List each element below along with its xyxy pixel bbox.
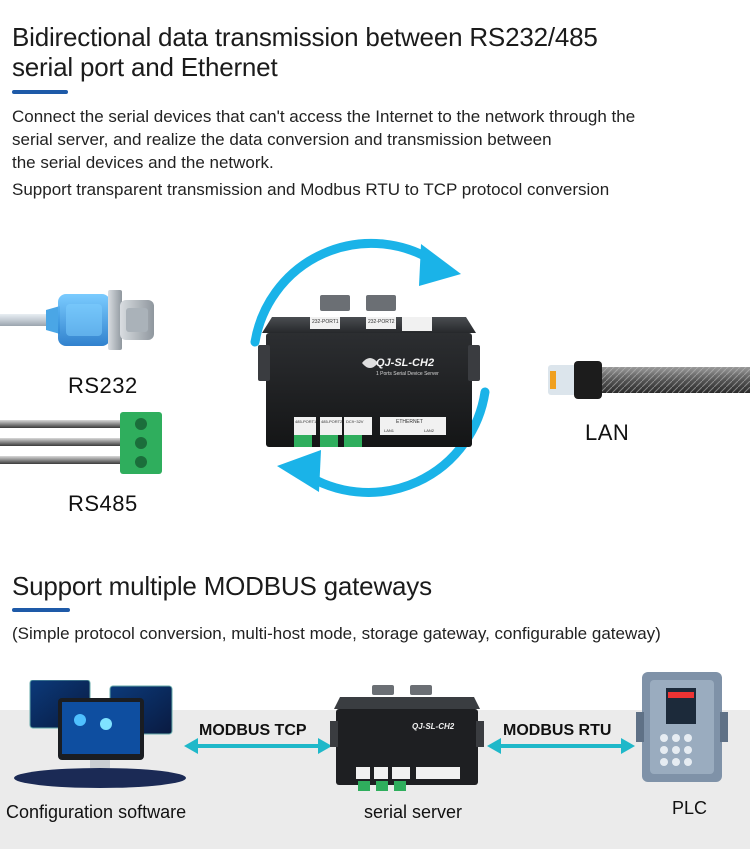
port-label-232-1: 232-PORT1: [312, 319, 339, 325]
lan-label: LAN: [585, 420, 630, 445]
device-model-label: QJ-SL-CH2: [376, 357, 435, 369]
section2-accent-bar: [12, 608, 70, 612]
port-label-lan1: LAN1: [384, 428, 395, 433]
configuration-software-image: [14, 680, 186, 788]
cycle-arrows-graphic: [250, 238, 490, 497]
section1-title-line2: serial port and Ethernet: [12, 52, 278, 82]
section2-subtitle: (Simple protocol conversion, multi-host …: [12, 624, 661, 643]
port-label-lan2: LAN2: [424, 428, 435, 433]
caption-serial-server: serial server: [364, 802, 463, 822]
port-label-ethernet: ETHERNET: [396, 419, 423, 425]
rs232-cable-image: [0, 290, 154, 350]
lan-cable-image: [548, 361, 750, 399]
small-device-model-label: QJ-SL-CH2: [412, 722, 455, 731]
serial-server-device: 232-PORT1 232-PORT2 QJ-SL-CH2 1 Ports Se…: [258, 295, 480, 455]
section1-title-line1: Bidirectional data transmission between …: [12, 22, 598, 52]
desc-line1: Connect the serial devices that can't ac…: [12, 107, 636, 126]
modbus-rtu-label: MODBUS RTU: [503, 722, 612, 739]
port-label-485-2: 485-PORT2: [321, 419, 343, 424]
modbus-tcp-label: MODBUS TCP: [199, 722, 307, 739]
port-label-dc: DC9~32V: [346, 419, 364, 424]
desc-line3: the serial devices and the network.: [12, 153, 274, 172]
port-label-232-2: 232-PORT2: [368, 319, 395, 325]
device-subtitle-label: 1 Ports Serial Device Server: [376, 371, 439, 377]
desc-line2: serial server, and realize the data conv…: [12, 130, 552, 149]
modbus-rtu-arrow: [487, 738, 635, 754]
section2-title: Support multiple MODBUS gateways: [12, 571, 432, 601]
plc-image: [636, 672, 728, 782]
rs232-label: RS232: [68, 373, 138, 398]
desc-line4: Support transparent transmission and Mod…: [12, 180, 610, 199]
modbus-tcp-arrow: [184, 738, 332, 754]
rs485-label: RS485: [68, 491, 138, 516]
serial-server-small-image: [330, 685, 484, 791]
title-accent-bar: [12, 90, 68, 94]
caption-configuration-software: Configuration software: [6, 802, 187, 822]
port-label-485-1: 485-PORT1: [295, 419, 317, 424]
caption-plc: PLC: [672, 798, 708, 818]
rs485-cable-image: [0, 412, 162, 474]
